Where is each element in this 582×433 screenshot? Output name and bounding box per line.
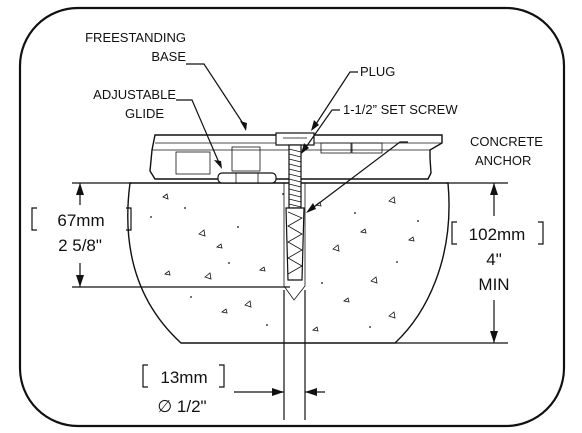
- label-concrete-line2: ANCHOR: [475, 153, 531, 168]
- label-adjustable-line2: GLIDE: [125, 106, 164, 121]
- label-freestanding-line2: BASE: [151, 49, 186, 64]
- concrete-aggregate: [150, 193, 419, 332]
- dim-right-note: MIN: [478, 275, 509, 294]
- label-concrete-line1: CONCRETE: [470, 134, 543, 149]
- label-set-screw: 1-1/2” SET SCREW: [343, 102, 458, 117]
- adjustable-glide: [217, 172, 277, 184]
- dim-right-imperial: 4": [486, 250, 502, 269]
- dimension-lines: [72, 182, 508, 420]
- dim-right-metric: 102mm: [469, 225, 526, 244]
- dim-left-metric: 67mm: [57, 211, 104, 230]
- label-adjustable-line1: ADJUSTABLE: [93, 87, 176, 102]
- drilled-hole: [283, 183, 306, 301]
- concrete-anchor: [285, 207, 305, 281]
- dim-bottom-metric: 13mm: [160, 368, 207, 387]
- diagram-frame: [18, 6, 566, 428]
- label-plug: PLUG: [360, 64, 395, 79]
- leader-lines: [176, 63, 408, 213]
- dim-left-imperial: 2 5/8": [58, 236, 102, 255]
- dimension-brackets: [31, 207, 544, 388]
- dim-bottom-imperial: ∅ 1/2": [157, 397, 206, 416]
- set-screw: [288, 144, 302, 209]
- label-freestanding-line1: FREESTANDING: [85, 30, 186, 45]
